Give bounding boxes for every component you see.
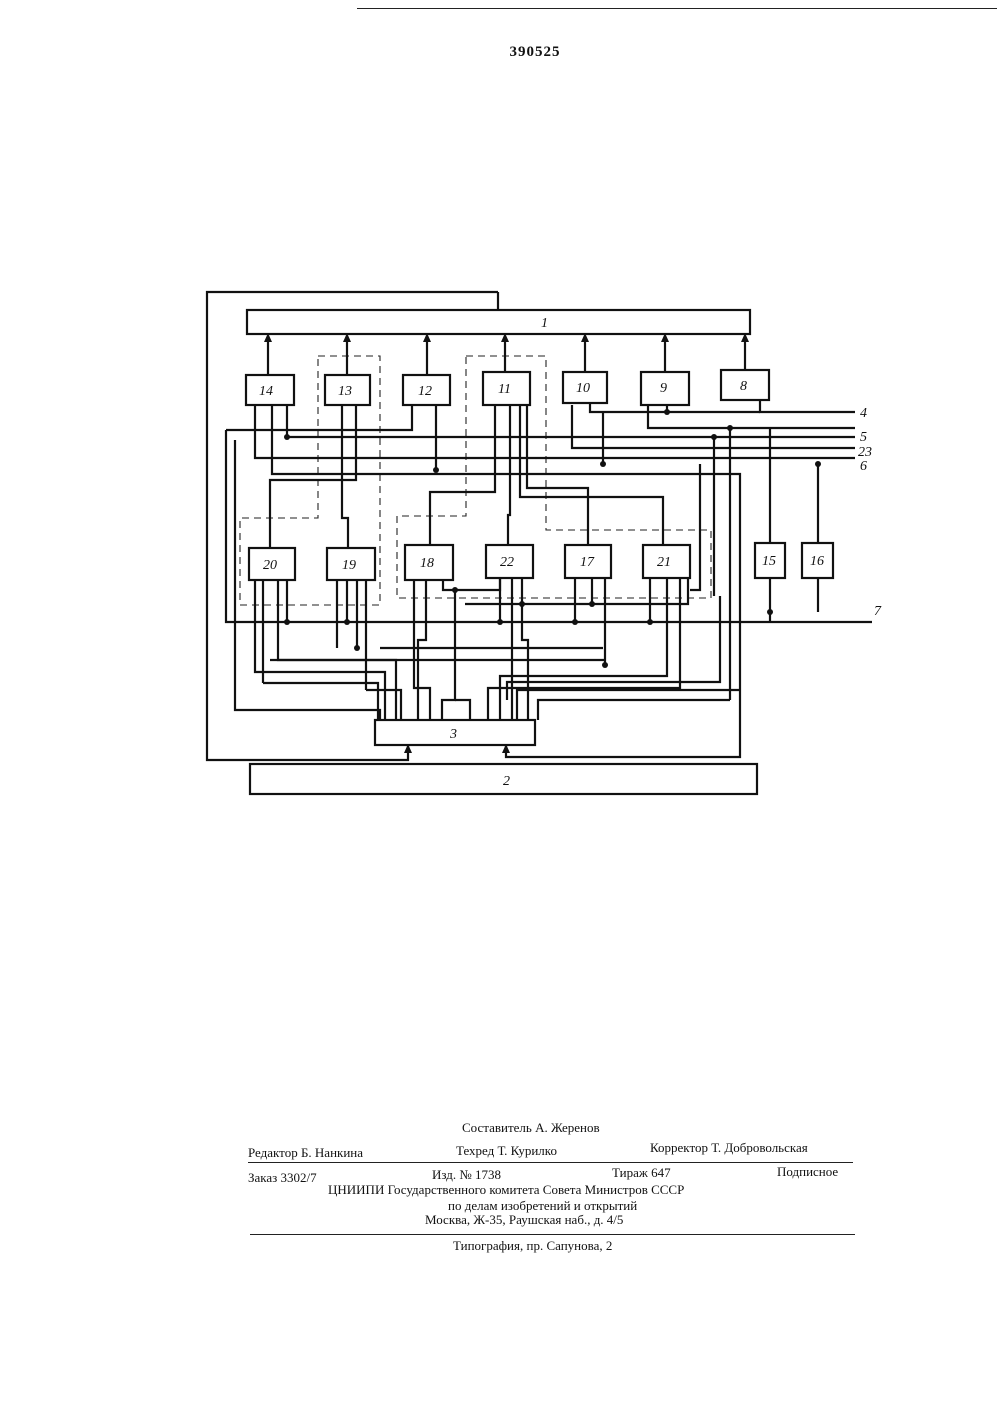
block-14-label: 14 [259,384,273,399]
block-21: 21 [643,545,690,578]
block-12-label: 12 [418,384,432,399]
block-22-label: 22 [500,555,514,570]
block-18: 18 [405,545,453,580]
organization: ЦНИИПИ Государственного комитета Совета … [328,1182,684,1198]
block-16-label: 16 [810,554,824,569]
block-10: 10 [563,372,607,403]
subscription: Подписное [777,1164,838,1180]
block-21-label: 21 [657,555,671,570]
compiler: Составитель А. Жеренов [462,1120,600,1136]
line-6-label: 6 [860,459,867,474]
block-3: 3 [375,720,535,745]
issue: Изд. № 1738 [432,1167,501,1183]
line-4-label: 4 [860,406,867,421]
line-7-label: 7 [874,604,882,619]
block-17-label: 17 [580,555,595,570]
block-12: 12 [403,375,450,405]
block-3-label: 3 [449,727,457,742]
block-17: 17 [565,545,611,578]
block-8: 8 [721,370,769,400]
block-13-label: 13 [338,384,352,399]
block-19: 19 [327,548,375,580]
block-2-label: 2 [503,774,510,789]
block-2: 2 [250,764,757,794]
block-15-label: 15 [762,554,776,569]
block-11-label: 11 [498,382,511,397]
line-23-label: 23 [858,445,872,460]
block-18-label: 18 [420,556,434,571]
block-1-label: 1 [541,316,548,331]
line-labels: 4 5 23 6 7 [858,406,882,619]
block-19-label: 19 [342,558,356,573]
block-15: 15 [755,543,785,578]
circulation: Тираж 647 [612,1165,671,1181]
corrector: Корректор Т. Добровольская [650,1140,808,1156]
block-9: 9 [641,372,689,405]
block-20-label: 20 [263,558,277,573]
block-14: 14 [246,375,294,405]
block-9-label: 9 [660,381,667,396]
wiring [207,292,872,760]
block-16: 16 [802,543,833,578]
block-10-label: 10 [576,381,590,396]
editor: Редактор Б. Нанкина [248,1145,363,1161]
block-22: 22 [486,545,533,578]
line-5-label: 5 [860,430,867,445]
imprint-rule-top [248,1162,853,1163]
block-11: 11 [483,372,530,405]
imprint-rule-bottom [250,1234,855,1235]
block-8-label: 8 [740,379,747,394]
block-1: 1 [247,310,750,334]
order: Заказ 3302/7 [248,1170,317,1186]
block-13: 13 [325,375,370,405]
techred: Техред Т. Курилко [456,1143,557,1159]
address: Москва, Ж-35, Раушская наб., д. 4/5 [425,1212,623,1228]
block-20: 20 [249,548,295,580]
printer: Типография, пр. Сапунова, 2 [453,1238,612,1254]
